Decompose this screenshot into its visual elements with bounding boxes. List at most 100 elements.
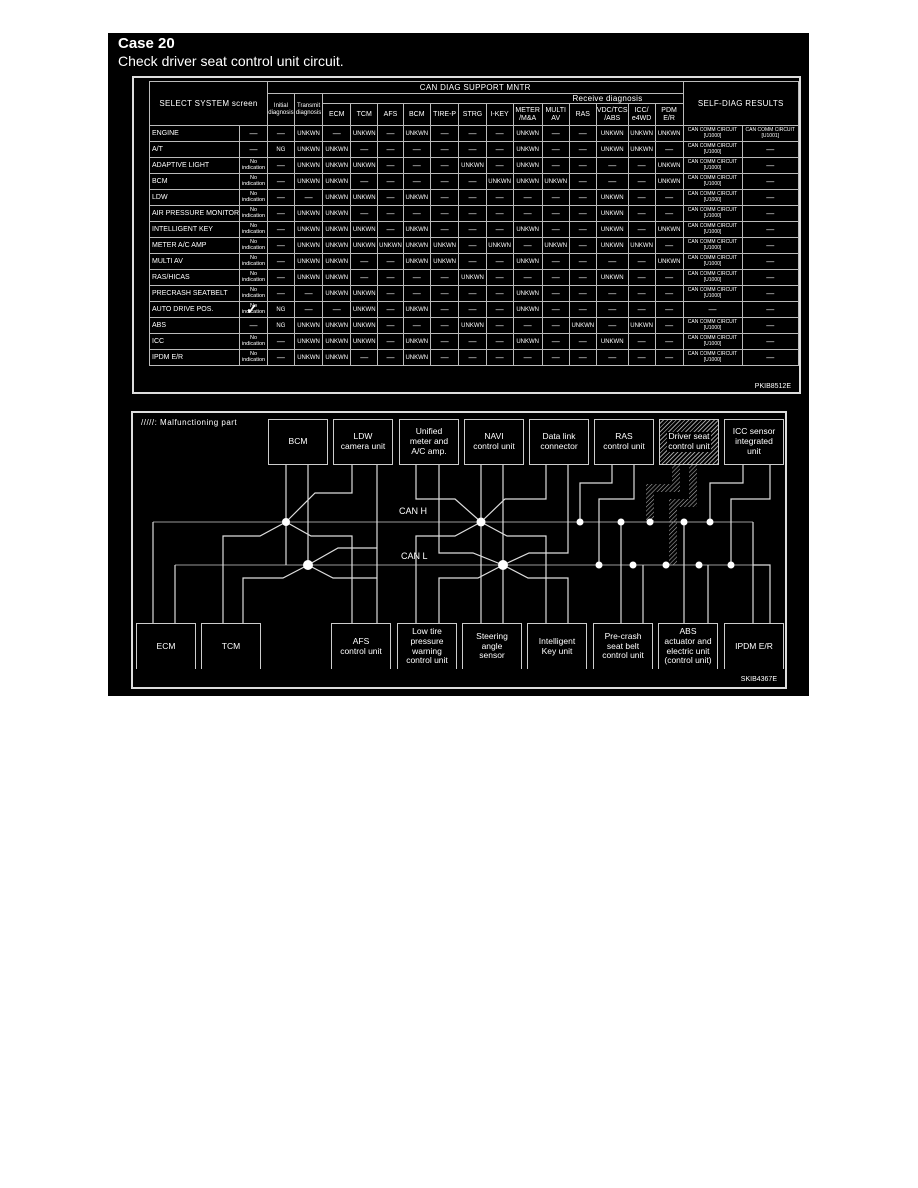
receive-diagnosis-cell: —: [402, 205, 431, 222]
system-name-cell: RAS/HICAS: [149, 269, 240, 286]
receive-diagnosis-cell: UNKWN: [322, 221, 352, 238]
receive-diagnosis-cell: —: [377, 141, 404, 158]
control-unit-box: Steering angle sensor: [462, 623, 522, 669]
initial-diagnosis-cell: —: [266, 221, 295, 238]
self-diag-result-cell: —: [741, 301, 800, 318]
receive-diagnosis-header: Receive diagnosis: [322, 93, 684, 104]
receive-diagnosis-cell: UNKWN: [512, 253, 543, 270]
receive-diagnosis-cell: UNKWN: [350, 237, 379, 254]
receive-diagnosis-cell: UNKWN: [568, 317, 597, 334]
receive-diagnosis-cell: —: [458, 333, 487, 350]
receive-diagnosis-cell: —: [377, 189, 404, 206]
receive-diagnosis-cell: —: [377, 205, 404, 222]
receive-diagnosis-cell: UNKWN: [512, 221, 543, 238]
receive-diagnosis-cell: —: [654, 301, 684, 318]
control-unit-box: NAVI control unit: [464, 419, 524, 465]
receive-diagnosis-cell: —: [595, 285, 629, 302]
receive-diagnosis-cell: —: [568, 173, 597, 190]
control-unit-box: TCM: [201, 623, 261, 669]
receive-diagnosis-cell: UNKWN: [595, 237, 629, 254]
receive-diagnosis-cell: —: [654, 317, 684, 334]
unit-label: Pre-crash seat belt control unit: [602, 630, 644, 661]
receive-diagnosis-cell: —: [627, 349, 656, 366]
self-diag-result-cell: CAN COMM CIRCUIT [U1000]: [682, 269, 743, 286]
receive-diagnosis-cell: UNKWN: [654, 173, 684, 190]
unit-label: IPDM E/R: [735, 640, 773, 651]
receive-diagnosis-cell: UNKWN: [512, 173, 543, 190]
receive-diagnosis-cell: —: [458, 141, 487, 158]
receive-diagnosis-cell: UNKWN: [322, 173, 352, 190]
transmit-diagnosis-cell: UNKWN: [293, 125, 324, 142]
receive-diagnosis-cell: —: [485, 125, 514, 142]
self-diag-result-cell: —: [741, 269, 800, 286]
receive-diagnosis-cell: —: [541, 157, 570, 174]
transmit-diagnosis-cell: UNKWN: [293, 173, 324, 190]
self-diag-result-cell: CAN COMM CIRCUIT [U1000]: [682, 125, 743, 142]
unit-label: Intelligent Key unit: [538, 635, 576, 656]
self-diag-result-cell: —: [741, 205, 800, 222]
initial-diagnosis-cell: NG: [266, 317, 295, 334]
receive-diagnosis-cell: UNKWN: [402, 221, 431, 238]
system-name-cell: BCM: [149, 173, 240, 190]
control-unit-box: Driver seat control unit: [659, 419, 719, 465]
select-screen-cell: No indication: [239, 333, 268, 350]
initial-diagnosis-cell: —: [266, 173, 295, 190]
receive-col-header: STRG: [458, 103, 487, 126]
receive-diagnosis-cell: UNKWN: [350, 125, 379, 142]
receive-diagnosis-cell: UNKWN: [322, 253, 352, 270]
receive-diagnosis-cell: UNKWN: [350, 157, 379, 174]
initial-diagnosis-cell: —: [266, 349, 295, 366]
receive-diagnosis-cell: —: [627, 189, 656, 206]
receive-diagnosis-cell: —: [458, 221, 487, 238]
receive-diagnosis-cell: —: [485, 349, 514, 366]
receive-diagnosis-cell: —: [458, 205, 487, 222]
receive-diagnosis-cell: —: [654, 189, 684, 206]
receive-diagnosis-cell: —: [654, 285, 684, 302]
receive-diagnosis-cell: —: [322, 301, 352, 318]
receive-diagnosis-cell: UNKWN: [627, 141, 656, 158]
transmit-diagnosis-cell: UNKWN: [293, 237, 324, 254]
receive-diagnosis-cell: UNKWN: [595, 221, 629, 238]
receive-diagnosis-cell: —: [568, 205, 597, 222]
control-unit-box: RAS control unit: [594, 419, 654, 465]
receive-diagnosis-cell: —: [350, 269, 379, 286]
figure-code: PKIB8512E: [754, 383, 791, 390]
receive-diagnosis-cell: —: [512, 269, 543, 286]
receive-diagnosis-cell: —: [458, 253, 487, 270]
select-screen-cell: No indication: [239, 285, 268, 302]
self-diag-result-cell: —: [741, 333, 800, 350]
receive-diagnosis-cell: —: [485, 205, 514, 222]
receive-diagnosis-cell: —: [377, 173, 404, 190]
receive-diagnosis-cell: UNKWN: [350, 317, 379, 334]
receive-diagnosis-cell: —: [377, 125, 404, 142]
receive-diagnosis-cell: —: [458, 173, 487, 190]
self-diag-result-cell: —: [741, 157, 800, 174]
self-diag-result-cell: CAN COMM CIRCUIT [U1000]: [682, 157, 743, 174]
receive-diagnosis-cell: —: [485, 253, 514, 270]
unit-label: TCM: [221, 640, 241, 651]
receive-diagnosis-cell: UNKWN: [541, 237, 570, 254]
self-diag-result-cell: —: [682, 301, 743, 318]
receive-diagnosis-cell: —: [485, 189, 514, 206]
receive-diagnosis-cell: UNKWN: [512, 125, 543, 142]
receive-diagnosis-cell: —: [627, 205, 656, 222]
control-unit-box: ABS actuator and electric unit (control …: [658, 623, 718, 669]
initial-diagnosis-cell: —: [266, 333, 295, 350]
receive-diagnosis-cell: —: [458, 237, 487, 254]
select-screen-cell: —: [239, 141, 268, 158]
select-screen-cell: No indication: [239, 173, 268, 190]
receive-diagnosis-cell: UNKWN: [322, 317, 352, 334]
control-unit-box: AFS control unit: [331, 623, 391, 669]
receive-diagnosis-cell: —: [402, 141, 431, 158]
system-name-cell: ICC: [149, 333, 240, 350]
unit-label: Low tire pressure warning control unit: [406, 625, 448, 666]
self-diag-result-cell: CAN COMM CIRCUIT [U1000]: [682, 237, 743, 254]
self-diag-result-cell: —: [741, 237, 800, 254]
select-screen-cell: No indication: [239, 269, 268, 286]
receive-diagnosis-cell: UNKWN: [402, 189, 431, 206]
receive-diagnosis-cell: —: [429, 205, 460, 222]
receive-diagnosis-cell: —: [485, 301, 514, 318]
